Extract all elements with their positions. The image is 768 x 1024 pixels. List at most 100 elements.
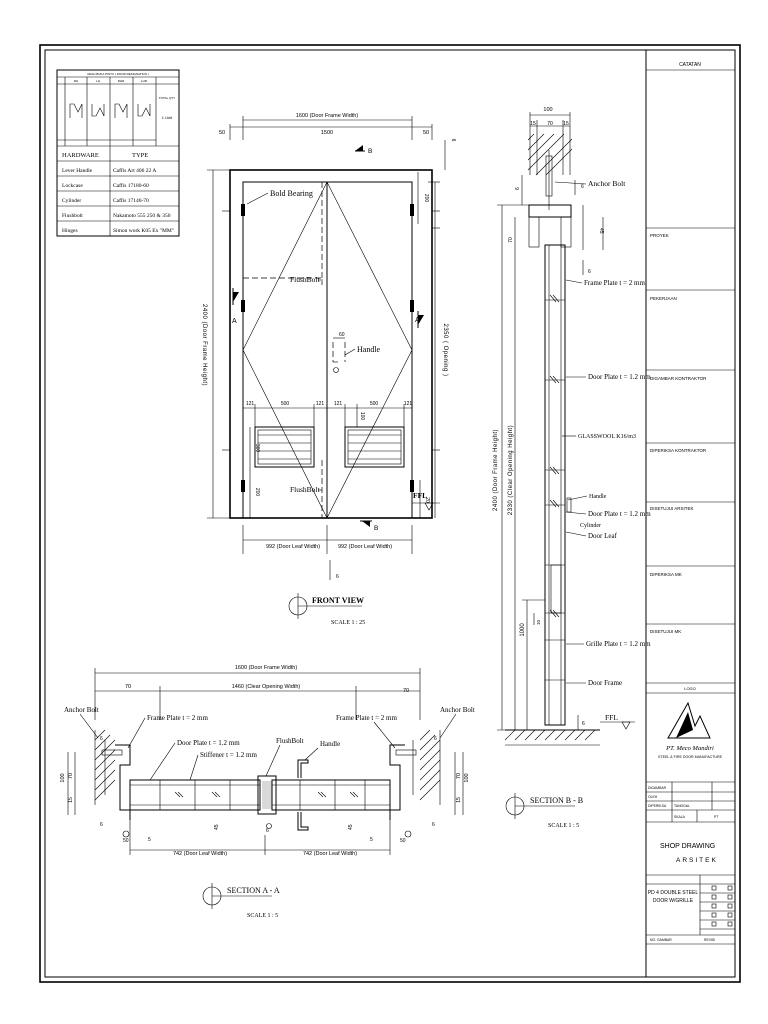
fv-label-ffl: FFL	[413, 491, 427, 500]
svg-text:70: 70	[403, 688, 409, 694]
title-block: CATATAN PROYEK PEKERJAAN DIGAMBAR KONTRA…	[645, 50, 735, 977]
fv-dim-frame-height: 2400 (Door Frame Height)	[201, 304, 207, 386]
tb-field-5: DISETUJUI MK	[650, 629, 681, 634]
fv-dim-200b: 200	[254, 488, 260, 497]
sb-label-frame-plate: Frame Plate t = 2 mm	[584, 279, 645, 287]
sa-frame-right	[389, 744, 405, 820]
svg-text:RHR: RHR	[118, 79, 125, 83]
hw-row-4-type: Nakamoto 555 250 & 350	[113, 213, 171, 219]
sa-dim-clear: 1460 (Clear Opening Width)	[232, 684, 301, 690]
svg-text:TANGGAL: TANGGAL	[674, 804, 690, 808]
sa-frame-left	[115, 744, 131, 820]
svg-text:A: A	[415, 317, 420, 324]
fv-label-flushbolt-top: FlushBolt	[290, 275, 321, 284]
sa-label-door-plate: Door Plate t = 1.2 mm	[177, 739, 240, 747]
sa-dim-frame-width: 1600 (Door Frame Width)	[235, 665, 298, 671]
svg-text:LH: LH	[96, 79, 100, 83]
svg-text:6: 6	[336, 574, 339, 580]
company-name: PT. Meco Mandiri	[665, 745, 714, 752]
fv-label-flushbolt-bot: FlushBolt	[290, 485, 321, 494]
sb-scale: SCALE 1 : 5	[548, 823, 579, 829]
fv-dim-60: 60	[339, 332, 345, 338]
sa-dim-leaf2: 742 (Door Leaf Width)	[303, 851, 357, 857]
sa-label-frame-plate-left: Frame Plate t = 2 mm	[147, 714, 208, 722]
sa-scale: SCALE 1 : 5	[247, 913, 278, 919]
fv-dim-20: 20	[424, 497, 430, 503]
tb-field-2: DIPERIKSA KONTRAKTOR	[650, 448, 707, 453]
sb-label-anchor: Anchor Bolt	[588, 179, 626, 188]
fv-dim-leaf1: 992 (Door Leaf Width)	[266, 544, 320, 550]
sb-label-glasswool: GLASSWOOL K16/m3	[578, 434, 636, 440]
tb-sheet-no: NO. GAMBAR	[650, 938, 672, 942]
tb-project-label: PROYEK	[650, 233, 669, 238]
sa-handle	[297, 759, 309, 831]
door-frame-outline	[229, 169, 433, 519]
svg-text:6: 6	[588, 269, 591, 275]
section-a-a: 1600 (Door Frame Width) 1460 (Clear Open…	[60, 665, 475, 919]
svg-text:100: 100	[60, 773, 66, 782]
company-logo: PT. Meco Mandiri STEEL & FIRE DOOR MANUF…	[658, 701, 723, 759]
sb-frame-head	[528, 204, 572, 218]
sb-door-leaf	[544, 244, 566, 726]
svg-text:B: B	[374, 525, 378, 532]
svg-text:6: 6	[100, 736, 103, 742]
sa-label-frame-plate-right: Frame Plate t = 2 mm	[336, 714, 397, 722]
svg-text:1000: 1000	[520, 623, 526, 637]
svg-text:15: 15	[68, 797, 74, 803]
svg-text:PT: PT	[714, 815, 718, 819]
sa-label-flushbolt: FlushBolt	[276, 737, 304, 745]
svg-text:70: 70	[456, 773, 462, 779]
svg-text:RH: RH	[74, 79, 78, 83]
svg-text:121: 121	[246, 401, 255, 407]
handle-detail: 60 Handle	[332, 332, 381, 373]
fv-dim-300: 300	[254, 444, 260, 453]
svg-text:6: 6	[515, 187, 521, 190]
grille-left	[254, 426, 315, 468]
sheet-inner-border	[44, 49, 736, 978]
svg-text:DIGAMBAR: DIGAMBAR	[648, 786, 667, 790]
front-view: 1600 (Door Frame Width) 1500 50 50 B A	[201, 113, 456, 626]
svg-text:70: 70	[508, 237, 514, 243]
sb-dim-frame-height: 2400 (Door Frame Height)	[493, 429, 499, 511]
hw-row-5-item: Hinges	[62, 228, 78, 234]
tb-field-0: PEKERJAAN	[650, 296, 677, 301]
svg-text:70: 70	[125, 684, 131, 690]
svg-text:1 Unit: 1 Unit	[162, 115, 173, 120]
sb-label-door-leaf: Door Leaf	[588, 532, 618, 540]
fv-dim-leaf2: 992 (Door Leaf Width)	[338, 544, 392, 550]
sb-label-door-plate: Door Plate t = 1.2 mm	[588, 373, 651, 381]
fv-dim-50b: 50	[423, 130, 429, 136]
sb-dim-clear: 2330 (Clear Opening Height)	[508, 425, 514, 515]
fv-label-handle: Handle	[357, 345, 381, 354]
hw-row-0-item: HARDWARE	[62, 152, 99, 159]
svg-text:100: 100	[464, 773, 470, 782]
door-swing-lines	[242, 181, 413, 519]
hw-row-5-type: Simon work K05 Ex "MM"	[113, 228, 174, 234]
grille-right	[344, 426, 405, 468]
sa-label-handle: Handle	[320, 740, 340, 748]
sb-label-door-plate2: Door Plate t = 1.2 mm	[588, 510, 651, 518]
tb-shop-drawing: SHOP DRAWING	[660, 843, 715, 850]
svg-text:TOTAL QTY: TOTAL QTY	[159, 96, 175, 100]
sb-label-grille-plate: Grille Plate t = 1.2 mm	[586, 640, 651, 648]
sb-title: SECTION B - B	[530, 796, 583, 805]
svg-text:6: 6	[434, 736, 437, 742]
svg-text:5: 5	[370, 837, 373, 843]
fv-dim-50a: 50	[219, 130, 225, 136]
tb-field-3: DISETUJUI ARSITEK	[650, 506, 694, 511]
svg-text:70: 70	[68, 773, 74, 779]
company-tagline: STEEL & FIRE DOOR MANUFACTURE	[658, 755, 723, 759]
svg-text:DIPERIKSA: DIPERIKSA	[648, 804, 667, 808]
sa-dim-leaf1: 742 (Door Leaf Width)	[173, 851, 227, 857]
svg-text:121: 121	[316, 401, 325, 407]
tb-info-grid: DIGAMBAR OLEH DIPERIKSA TANGGAL SKALA PT	[646, 782, 735, 823]
svg-text:500: 500	[370, 401, 379, 407]
svg-text:45: 45	[598, 228, 604, 234]
svg-text:500: 500	[281, 401, 290, 407]
svg-text:70: 70	[547, 121, 553, 127]
svg-text:6: 6	[581, 184, 584, 190]
svg-text:LHR: LHR	[141, 79, 148, 83]
svg-text:121: 121	[334, 401, 343, 407]
sb-dim-top: 100	[543, 107, 552, 113]
door-swing-icons	[69, 103, 151, 118]
